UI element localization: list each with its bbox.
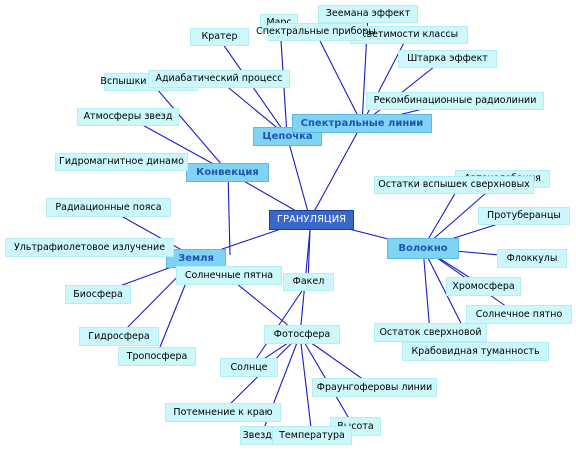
leaf-crab-nebula[interactable]: Крабовидная туманность	[402, 342, 549, 361]
leaf-adiabatic[interactable]: Адиабатический процесс	[148, 70, 290, 88]
leaf-temperature[interactable]: Температура	[272, 426, 352, 445]
leaf-limb-darkening[interactable]: Потемнение к краю	[165, 403, 281, 422]
leaf-hydromagnetic[interactable]: Гидромагнитное динамо	[55, 153, 188, 171]
leaf-facula[interactable]: Факел	[283, 273, 334, 291]
leaf-prominences[interactable]: Протуберанцы	[478, 207, 570, 225]
leaf-star-atmospheres[interactable]: Атмосферы звезд	[77, 108, 179, 126]
leaf-biosphere[interactable]: Биосфера	[65, 285, 131, 304]
leaf-recombination[interactable]: Рекомбинационные радиолинии	[366, 92, 544, 110]
leaf-sunspots[interactable]: Солнечные пятна	[176, 266, 282, 285]
leaf-crater[interactable]: Кратер	[190, 28, 249, 46]
leaf-spectral-instruments[interactable]: Спектральные приборы	[256, 23, 376, 41]
leaf-shtark[interactable]: Штарка эффект	[398, 50, 497, 68]
leaf-photosphere[interactable]: Фотосфера	[264, 325, 340, 344]
leaf-ultraviolet[interactable]: Ультрафиолетовое излучение	[5, 238, 174, 257]
hub-convection[interactable]: Конвекция	[186, 163, 269, 182]
hub-fiber[interactable]: Волокно	[387, 238, 459, 259]
leaf-floccules[interactable]: Флоккулы	[497, 249, 567, 268]
leaf-radiation-belts[interactable]: Радиационные пояса	[46, 198, 171, 217]
leaf-chromosphere[interactable]: Хромосфера	[446, 277, 521, 296]
leaf-hydrosphere[interactable]: Гидросфера	[79, 327, 159, 346]
leaf-troposphere[interactable]: Тропосфера	[118, 347, 196, 366]
leaf-sun[interactable]: Солнце	[220, 358, 278, 377]
hub-spectral-lines[interactable]: Спектральные линии	[292, 114, 432, 133]
leaf-zeeman[interactable]: Зеемана эффект	[318, 5, 418, 23]
center-node[interactable]: ГРАНУЛЯЦИЯ	[269, 210, 354, 230]
leaf-supernova-remnants[interactable]: Остатки вспышек сверхновых	[374, 176, 534, 194]
leaf-supernova-remnant[interactable]: Остаток сверхновой	[374, 323, 487, 342]
leaf-solar-spot[interactable]: Солнечное пятно	[466, 305, 572, 324]
leaf-fraunhofer[interactable]: Фраунгоферовы линии	[312, 378, 437, 397]
